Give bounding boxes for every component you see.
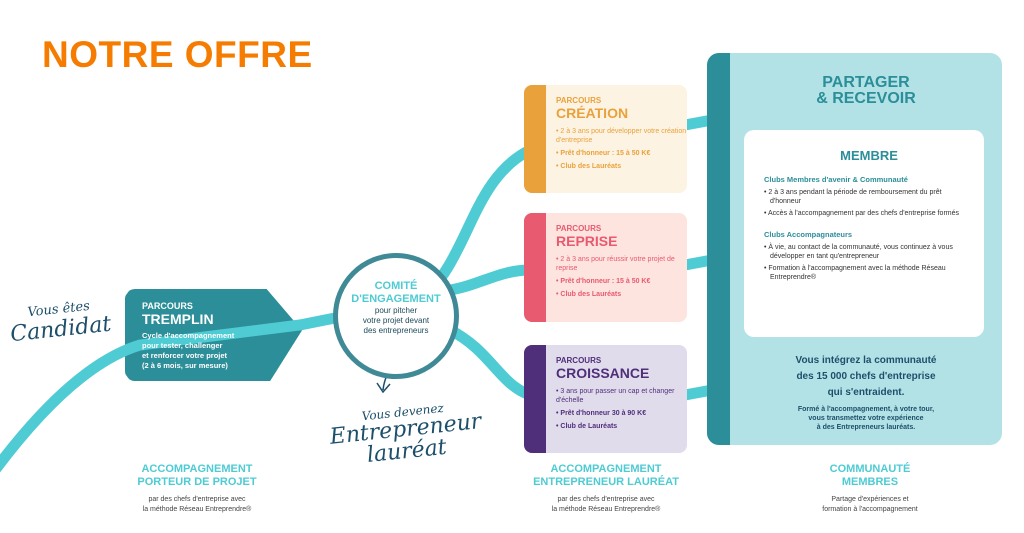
card-kicker: PARCOURS xyxy=(556,356,602,365)
card-stripe xyxy=(524,213,546,322)
card-item: 2 à 3 ans pour développer votre création… xyxy=(556,127,687,145)
membre-item: Accès à l'accompagnement par des chefs d… xyxy=(764,209,974,218)
tremplin-text: pour tester, challenger xyxy=(142,341,223,350)
card-item: Club des Lauréats xyxy=(556,290,687,299)
membre-item: À vie, au contact de la communauté, vous… xyxy=(764,243,974,261)
card-stripe xyxy=(524,85,546,193)
card-item: 3 ans pour passer un cap et changer d'éc… xyxy=(556,387,687,405)
comite-engagement: COMITÉ D'ENGAGEMENT pour pitcher votre p… xyxy=(333,253,459,379)
tremplin-text: Cycle d'accompagnement xyxy=(142,331,235,340)
footer-line: Vous intégrez la communauté xyxy=(795,355,937,366)
bottom-sub: formation à l'accompagnement xyxy=(822,506,918,513)
tremplin-kicker: PARCOURS xyxy=(142,301,193,311)
bottom-sub: par des chefs d'entreprise avec xyxy=(557,496,655,503)
footer-line: des 15 000 chefs d'entreprise xyxy=(796,371,936,382)
bottom-sub: par des chefs d'entreprise avec xyxy=(148,496,246,503)
club-heading: Clubs Membres d'avenir & Communauté xyxy=(764,175,908,184)
tremplin-text: (2 à 6 mois, sur mesure) xyxy=(142,361,228,370)
comite-title: D'ENGAGEMENT xyxy=(351,293,441,305)
card-kicker: PARCOURS xyxy=(556,96,602,105)
card-item: Prêt d'honneur 30 à 90 K€ xyxy=(556,409,687,418)
communaute-panel: PARTAGER & RECEVOIR MEMBRE Clubs Membres… xyxy=(707,53,1002,445)
comite-text: votre projet devant xyxy=(362,316,430,325)
card-item: Club de Lauréats xyxy=(556,422,687,431)
card-kicker: PARCOURS xyxy=(556,224,602,233)
tremplin-text: et renforcer votre projet xyxy=(142,351,228,360)
club-heading: Clubs Accompagnateurs xyxy=(764,230,853,239)
footer-sub: Formé à l'accompagnement, à votre tour, xyxy=(797,406,935,413)
card-item: Club des Lauréats xyxy=(556,162,687,171)
footer-sub: vous transmettez votre expérience xyxy=(808,415,924,422)
card-stripe xyxy=(524,345,546,453)
bottom-title: ACCOMPAGNEMENT xyxy=(141,463,253,475)
bottom-title: COMMUNAUTÉ xyxy=(829,463,911,475)
card-name: CRÉATION xyxy=(556,105,629,121)
panel-footer: Vous intégrez la communauté des 15 000 c… xyxy=(730,353,1002,432)
card-item: Prêt d'honneur : 15 à 50 K€ xyxy=(556,149,687,158)
card-name: REPRISE xyxy=(556,233,618,249)
bottom-sub: la méthode Réseau Entreprendre® xyxy=(142,506,252,513)
bottom-title: ACCOMPAGNEMENT xyxy=(550,463,662,475)
bottom-sub: la méthode Réseau Entreprendre® xyxy=(551,506,661,513)
tremplin-name: TREMPLIN xyxy=(142,311,214,327)
membre-title: MEMBRE xyxy=(840,148,898,163)
membre-card: MEMBRE Clubs Membres d'avenir & Communau… xyxy=(744,130,984,337)
panel-title-line: PARTAGER xyxy=(822,74,910,91)
membre-item: 2 à 3 ans pendant la période de rembours… xyxy=(764,188,974,206)
card-name: CROISSANCE xyxy=(556,365,650,381)
parcours-tremplin: PARCOURS TREMPLIN Cycle d'accompagnement… xyxy=(125,289,302,381)
footer-line: qui s'entraident. xyxy=(827,387,905,398)
page-title: NOTRE OFFRE xyxy=(42,34,313,75)
comite-text: pour pitcher xyxy=(374,306,418,315)
panel-title-line: & RECEVOIR xyxy=(816,90,916,107)
card-item: Prêt d'honneur : 15 à 50 K€ xyxy=(556,277,687,286)
comite-text: des entrepreneurs xyxy=(363,326,429,335)
bottom-title: PORTEUR DE PROJET xyxy=(137,476,257,488)
panel-title: PARTAGER & RECEVOIR xyxy=(707,75,1002,107)
bottom-title: MEMBRES xyxy=(841,476,899,488)
membre-item: Formation à l'accompagnement avec la mét… xyxy=(764,264,974,282)
comite-title: COMITÉ xyxy=(374,280,418,292)
card-item: 2 à 3 ans pour réussir votre projet de r… xyxy=(556,255,687,273)
bottom-title: ENTREPRENEUR LAURÉAT xyxy=(533,476,679,488)
bottom-sub: Partage d'expériences et xyxy=(831,496,909,503)
footer-sub: à des Entrepreneurs lauréats. xyxy=(816,424,916,431)
